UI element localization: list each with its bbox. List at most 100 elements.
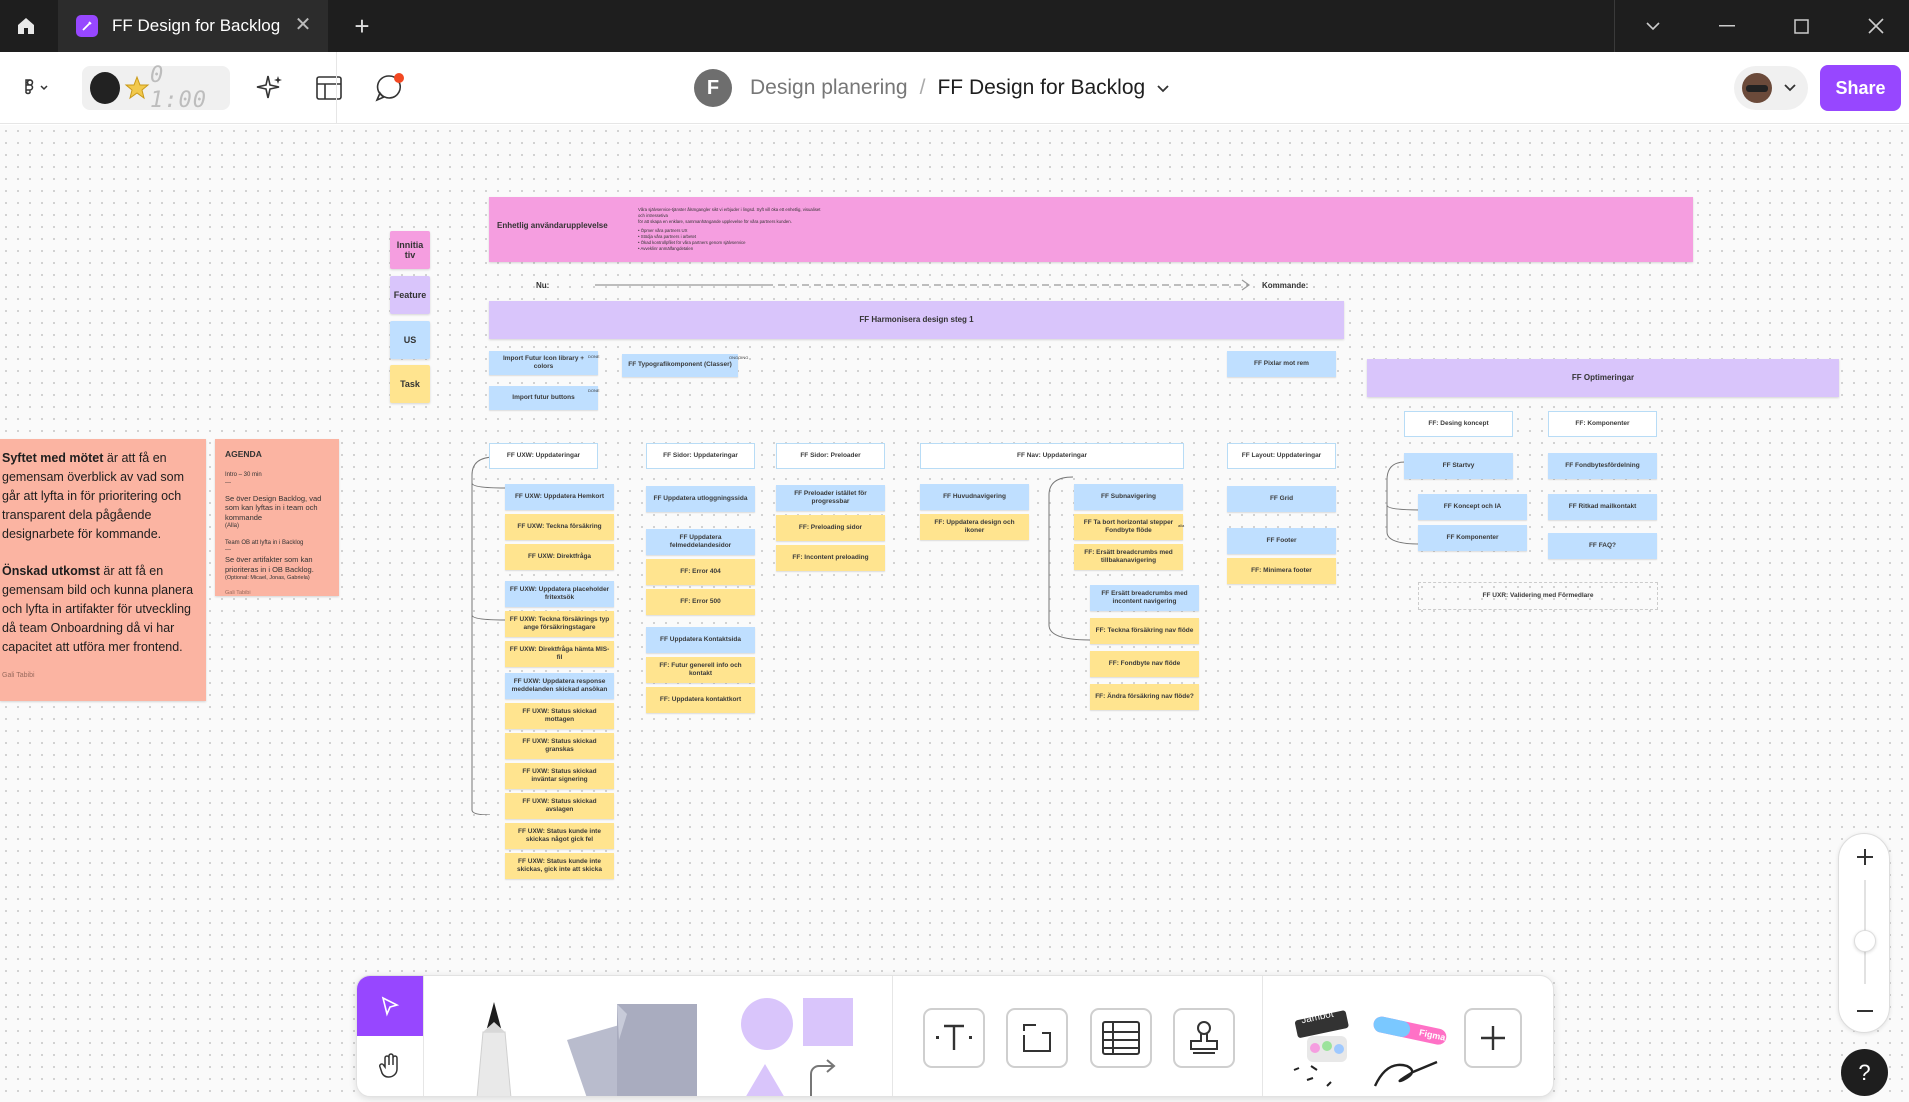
task-card[interactable]: FF UXW: Status skickad inväntar signerin… <box>505 763 614 789</box>
zoom-out-button[interactable] <box>1839 994 1891 1028</box>
task-card[interactable]: FF: Error 500 <box>646 589 755 615</box>
templates-button[interactable] <box>309 68 349 108</box>
board-canvas[interactable]: Innitia tiv Feature US Task Syftet med m… <box>0 125 1909 1102</box>
story-card[interactable]: FF FAQ? <box>1548 533 1657 559</box>
maximize-icon[interactable] <box>1770 0 1832 52</box>
table-tool-button[interactable] <box>1090 1008 1152 1068</box>
task-card[interactable]: FF UXW: Status kunde inte skickas något … <box>505 823 614 849</box>
comments-button[interactable] <box>369 68 409 108</box>
task-card[interactable]: FF: Ersätt breadcrumbs med tillbakanavig… <box>1074 544 1183 570</box>
help-button[interactable]: ? <box>1841 1049 1888 1096</box>
widgets-stickers-button[interactable]: Jambot Figma <box>1287 1000 1457 1090</box>
column-header-nav[interactable]: FF Nav: Uppdateringar <box>920 443 1184 469</box>
feature-harmonisera-band[interactable]: FF Harmonisera design steg 1 <box>489 301 1344 339</box>
task-card[interactable]: FF UXW: Status skickad granskas <box>505 733 614 759</box>
task-card[interactable]: FF: Minimera footer <box>1227 558 1336 584</box>
story-card[interactable]: FF Ersätt breadcrumbs med incontent navi… <box>1090 585 1199 611</box>
story-card[interactable]: FF Fondbytesfördelning <box>1548 453 1657 479</box>
task-card[interactable]: FF: Uppdatera design och ikoner <box>920 514 1029 540</box>
column-header-uxw[interactable]: FF UXW: Uppdateringar <box>489 443 598 469</box>
column-header-sidor[interactable]: FF Sidor: Uppdateringar <box>646 443 755 469</box>
marker-tool-button[interactable] <box>469 1000 519 1096</box>
timer-widget[interactable]: 0 1:00 <box>82 63 230 113</box>
zoom-slider-handle[interactable] <box>1854 930 1876 952</box>
stamp-tool-button[interactable] <box>1173 1008 1235 1068</box>
story-card[interactable]: FF Uppdatera felmeddelandesidor <box>646 529 755 555</box>
task-card[interactable]: FF: Uppdatera kontaktkort <box>646 687 755 713</box>
close-window-icon[interactable] <box>1845 0 1907 52</box>
column-header-layout[interactable]: FF Layout: Uppdateringar <box>1227 443 1336 469</box>
story-card[interactable]: FF Koncept och IA <box>1418 494 1527 520</box>
column-header-preloader[interactable]: FF Sidor: Preloader <box>776 443 885 469</box>
task-card[interactable]: FF UXW: Status skickad mottagen <box>505 703 614 729</box>
task-card[interactable]: FF UXW: Direktfråga <box>505 544 614 570</box>
breadcrumb-file[interactable]: FF Design for Backlog <box>937 76 1146 99</box>
story-card[interactable]: FF Pixlar mot rem <box>1227 351 1336 377</box>
story-card[interactable]: Import Futur Icon library + colors <box>489 351 598 375</box>
task-card[interactable]: FF UXW: Direktfråga hämta MIS-fil <box>505 641 614 667</box>
task-card[interactable]: FF: Futur generell info och kontakt <box>646 657 755 683</box>
table-icon <box>1102 1021 1140 1055</box>
task-card[interactable]: FF UXW: Status kunde inte skickas, gick … <box>505 853 614 879</box>
column-header-components[interactable]: FF: Komponenter <box>1548 411 1657 437</box>
tabs-dropdown-icon[interactable] <box>1622 0 1684 52</box>
story-card[interactable]: FF Grid <box>1227 486 1336 512</box>
task-card[interactable]: FF UXW: Status skickad avslagen <box>505 793 614 819</box>
select-tool-button[interactable] <box>357 976 423 1036</box>
legend-feature[interactable]: Feature <box>390 276 430 314</box>
validation-placeholder-card[interactable]: FF UXR: Validering med Förmedlare <box>1418 582 1658 610</box>
story-card[interactable]: FF Komponenter <box>1418 525 1527 551</box>
hand-tool-button[interactable] <box>357 1036 423 1096</box>
home-button[interactable] <box>0 0 52 52</box>
legend-initiative[interactable]: Innitia tiv <box>390 231 430 269</box>
plus-icon <box>1481 1026 1505 1050</box>
chevron-down-icon[interactable] <box>1157 80 1169 96</box>
column-header-concept[interactable]: FF: Desing koncept <box>1404 411 1513 437</box>
legend-us[interactable]: US <box>390 321 430 359</box>
story-card[interactable]: FF Uppdatera utloggningssida <box>646 486 755 512</box>
task-card[interactable]: FF: Ändra försäkring nav flöde? <box>1090 684 1199 710</box>
new-tab-icon[interactable]: + <box>354 11 370 41</box>
task-card[interactable]: FF: Error 404 <box>646 559 755 585</box>
story-card[interactable]: FF UXW: Uppdatera Hemkort <box>505 484 614 510</box>
user-avatar-menu[interactable] <box>1734 66 1808 110</box>
task-card[interactable]: FF: Teckna försäkring nav flöde <box>1090 618 1199 644</box>
breadcrumb-team[interactable]: Design planering <box>750 76 908 99</box>
team-avatar[interactable]: F <box>694 69 732 107</box>
main-menu-button[interactable] <box>14 70 58 106</box>
close-tab-icon[interactable]: ✕ <box>294 14 312 36</box>
file-tab[interactable]: FF Design for Backlog ✕ <box>58 0 328 52</box>
story-card[interactable]: FF UXW: Uppdatera response meddelanden s… <box>505 673 614 699</box>
task-card[interactable]: FF Ta bort horizontal stepper Fondbyte f… <box>1074 514 1183 540</box>
story-card[interactable]: FF Footer <box>1227 528 1336 554</box>
story-card[interactable]: Import futur buttons <box>489 386 598 410</box>
story-card[interactable]: FF UXW: Uppdatera placeholder fritextsök <box>505 581 614 607</box>
story-card[interactable]: FF Uppdatera Kontaktsida <box>646 627 755 653</box>
text-tool-button[interactable] <box>923 1008 985 1068</box>
story-card[interactable]: FF Subnavigering <box>1074 484 1183 510</box>
story-card[interactable]: FF Huvudnavigering <box>920 484 1029 510</box>
shape-tool-button[interactable] <box>737 996 857 1096</box>
agenda-sticky-note[interactable]: AGENDA Intro – 30 min --- Se över Design… <box>215 439 339 596</box>
feature-optimeringar-band[interactable]: FF Optimeringar <box>1367 359 1839 397</box>
task-card[interactable]: FF UXW: Teckna försäkrings typ ange förs… <box>505 611 614 637</box>
section-tool-button[interactable] <box>1006 1008 1068 1068</box>
zoom-in-button[interactable] <box>1839 840 1891 874</box>
task-card[interactable]: FF: Fondbyte nav flöde <box>1090 651 1199 677</box>
initiative-band[interactable]: Enhetlig användarupplevelse Våra självse… <box>489 197 1693 262</box>
minimize-icon[interactable] <box>1696 0 1758 52</box>
story-card[interactable]: FF Typografikomponent (Classer) <box>622 354 738 377</box>
sticky-note-tool-button[interactable] <box>557 1000 717 1096</box>
ai-tools-button[interactable] <box>250 68 290 108</box>
story-card[interactable]: FF Startvy <box>1404 453 1513 479</box>
more-tools-button[interactable] <box>1464 1008 1522 1068</box>
agenda-item: Se över Design Backlog, vad som kan lyft… <box>225 493 322 523</box>
share-button[interactable]: Share <box>1820 65 1901 111</box>
task-card[interactable]: FF: Preloading sidor <box>776 515 885 541</box>
task-card[interactable]: FF: Incontent preloading <box>776 545 885 571</box>
task-card[interactable]: FF UXW: Teckna försäkring <box>505 514 614 540</box>
purpose-sticky-note[interactable]: Syftet med mötet är att få en gemensam ö… <box>0 439 206 701</box>
legend-task[interactable]: Task <box>390 365 430 403</box>
story-card[interactable]: FF Preloader istället för progressbar <box>776 485 885 511</box>
story-card[interactable]: FF Ritkad mailkontakt <box>1548 494 1657 520</box>
